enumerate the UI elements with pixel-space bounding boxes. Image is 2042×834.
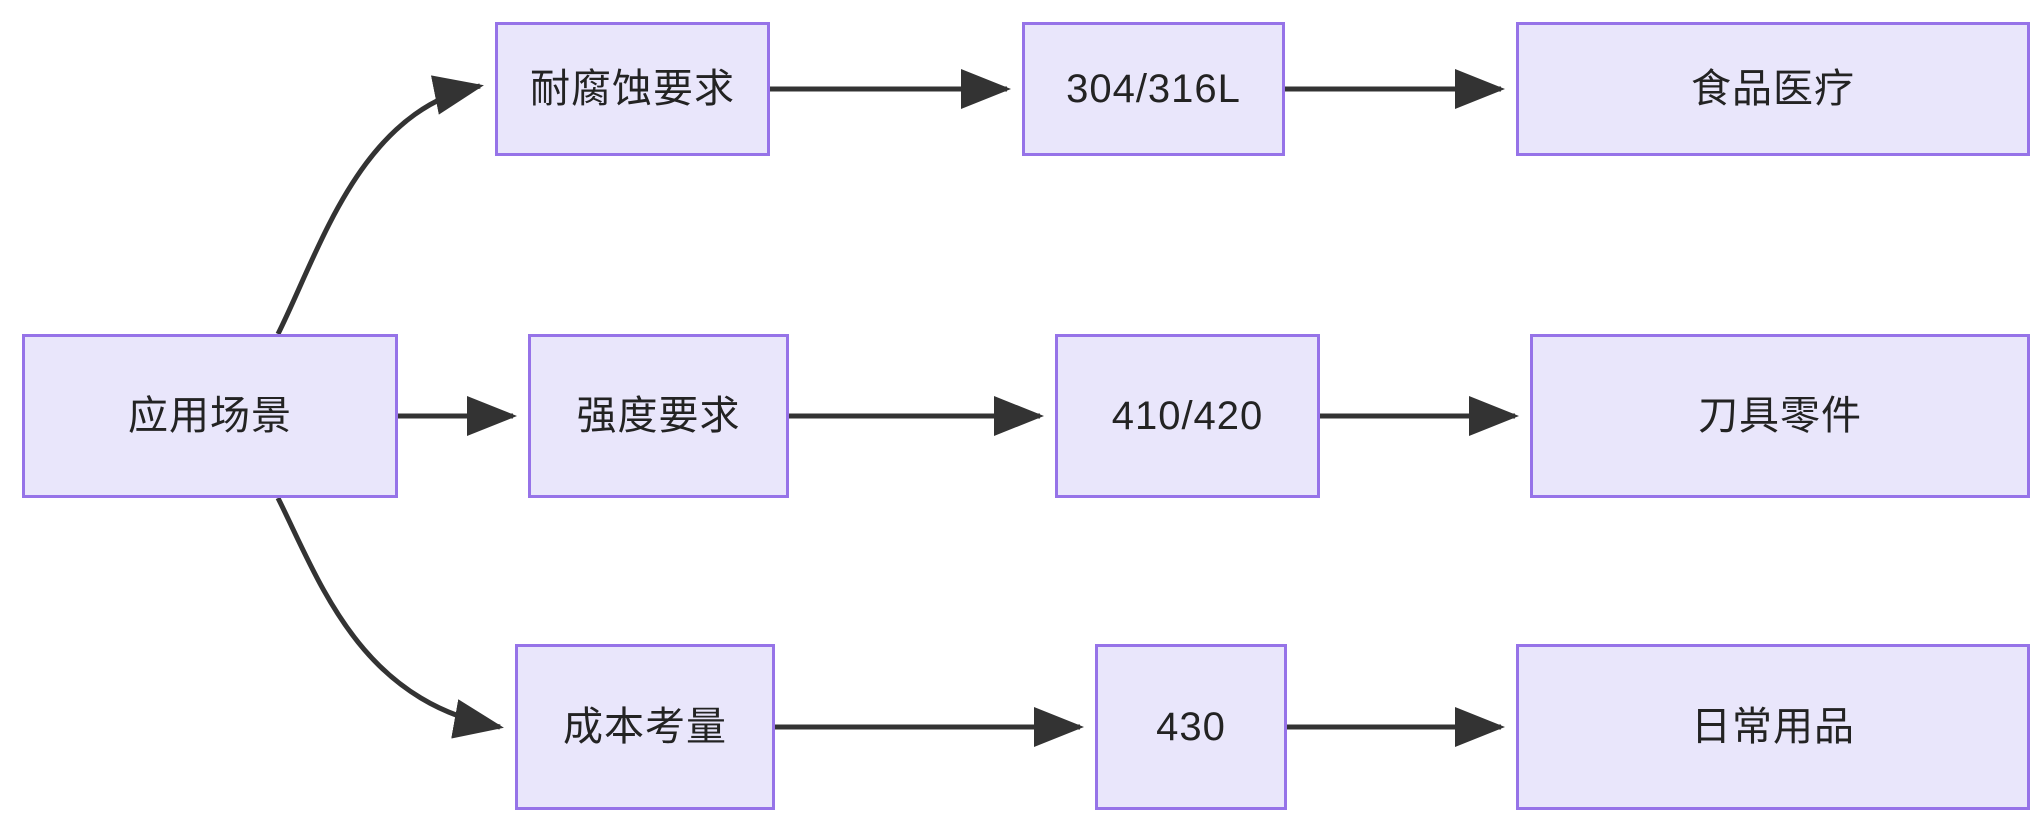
node-label: 410/420 [1111,394,1264,438]
node-grade-304-316l[interactable]: 304/316L [1022,22,1285,156]
node-label: 日常用品 [1691,705,1855,749]
node-label: 成本考量 [563,705,727,749]
node-daily-goods[interactable]: 日常用品 [1516,644,2030,810]
node-blade-parts[interactable]: 刀具零件 [1530,334,2030,498]
node-corrosion-requirement[interactable]: 耐腐蚀要求 [495,22,770,156]
node-label: 430 [1156,705,1226,749]
node-food-medical[interactable]: 食品医疗 [1516,22,2030,156]
edge-root-to-cost [275,496,504,739]
node-grade-430[interactable]: 430 [1095,644,1287,810]
node-label: 食品医疗 [1691,67,1855,111]
node-label: 刀具零件 [1698,394,1862,438]
node-application-scenario[interactable]: 应用场景 [22,334,398,498]
node-cost-consideration[interactable]: 成本考量 [515,644,775,810]
node-label: 耐腐蚀要求 [530,67,735,111]
edge-root-to-corrosion [275,75,484,336]
node-label: 304/316L [1066,67,1241,111]
node-grade-410-420[interactable]: 410/420 [1055,334,1320,498]
node-label: 应用场景 [128,394,292,438]
node-strength-requirement[interactable]: 强度要求 [528,334,789,498]
node-label: 强度要求 [576,394,741,438]
